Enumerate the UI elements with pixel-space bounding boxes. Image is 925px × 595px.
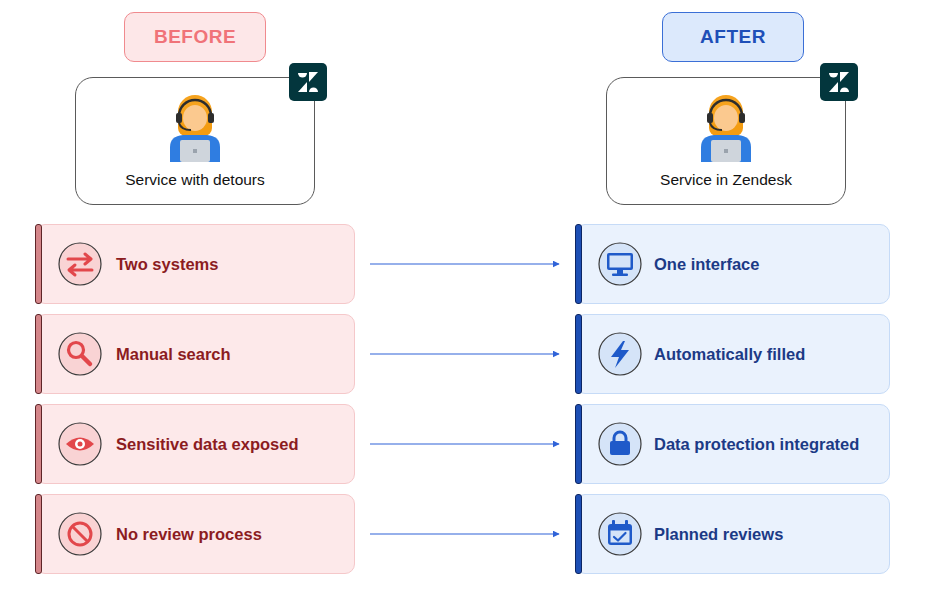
- box-label: Two systems: [116, 255, 218, 274]
- search-icon: [59, 333, 101, 375]
- monitor-icon: [599, 243, 641, 285]
- lightning-icon: [599, 333, 641, 375]
- stage-pill: BEFORE: [124, 12, 266, 62]
- box-label: One interface: [654, 255, 759, 274]
- agent-card: Service with detours: [75, 77, 315, 205]
- box-label: Data protection integrated: [654, 435, 859, 454]
- zendesk-logo: [820, 63, 858, 101]
- box-label: Service in Zendesk: [660, 171, 792, 189]
- solution-box: One interface: [575, 224, 890, 304]
- problem-box: No review process: [35, 494, 355, 574]
- box-label: BEFORE: [154, 26, 236, 48]
- flow-line: [370, 263, 559, 264]
- box-label: AFTER: [700, 26, 766, 48]
- box-label: Manual search: [116, 345, 231, 364]
- flow-arrow: [370, 534, 559, 535]
- box-label: Automatically filled: [654, 345, 805, 364]
- flow-arrow: [370, 444, 559, 445]
- flow-line: [370, 533, 559, 534]
- box-label: Sensitive data exposed: [116, 435, 299, 454]
- agent-card: Service in Zendesk: [606, 77, 846, 205]
- prohibited-icon: [59, 513, 101, 555]
- zendesk-logo: [289, 63, 327, 101]
- flow-arrow: [370, 264, 559, 265]
- calendar-icon: [599, 513, 641, 555]
- eye-icon: [59, 423, 101, 465]
- solution-box: Data protection integrated: [575, 404, 890, 484]
- box-label: Service with detours: [125, 171, 265, 189]
- agent-icon: [170, 95, 220, 162]
- flow-arrow: [370, 354, 559, 355]
- problem-box: Two systems: [35, 224, 355, 304]
- problem-box: Manual search: [35, 314, 355, 394]
- flow-line: [370, 353, 559, 354]
- stage-pill: AFTER: [662, 12, 804, 62]
- lock-icon: [599, 423, 641, 465]
- flow-line: [370, 443, 559, 444]
- swap-icon: [59, 243, 101, 285]
- agent-icon: [701, 95, 751, 162]
- problem-box: Sensitive data exposed: [35, 404, 355, 484]
- solution-box: Automatically filled: [575, 314, 890, 394]
- solution-box: Planned reviews: [575, 494, 890, 574]
- box-label: Planned reviews: [654, 525, 783, 544]
- box-label: No review process: [116, 525, 262, 544]
